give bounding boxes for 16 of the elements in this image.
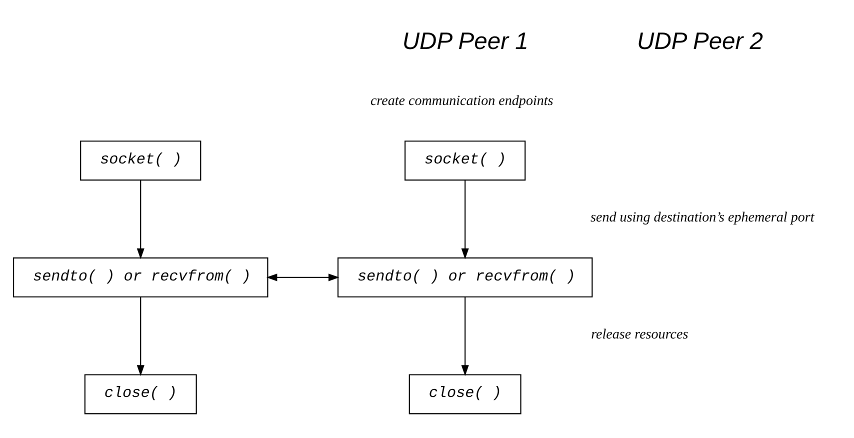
node-box: socket( ) [80, 140, 201, 181]
node-box: close( ) [408, 374, 521, 414]
arrow [460, 180, 468, 260]
label: UDP Peer 2 [636, 28, 763, 55]
node-box: socket( ) [404, 140, 526, 181]
label: send using destination’s ephemeral port [590, 210, 814, 226]
arrow [136, 180, 144, 260]
arrow [460, 296, 468, 376]
label: UDP Peer 1 [402, 28, 528, 55]
arrow [266, 274, 339, 282]
arrow [136, 296, 144, 376]
node-box: close( ) [84, 374, 196, 414]
node-box: sendto( ) or recvfrom( ) [12, 257, 268, 298]
label: create communication endpoints [370, 92, 553, 109]
node-box: sendto( ) or recvfrom( ) [336, 257, 592, 298]
label: release resources [590, 326, 688, 342]
